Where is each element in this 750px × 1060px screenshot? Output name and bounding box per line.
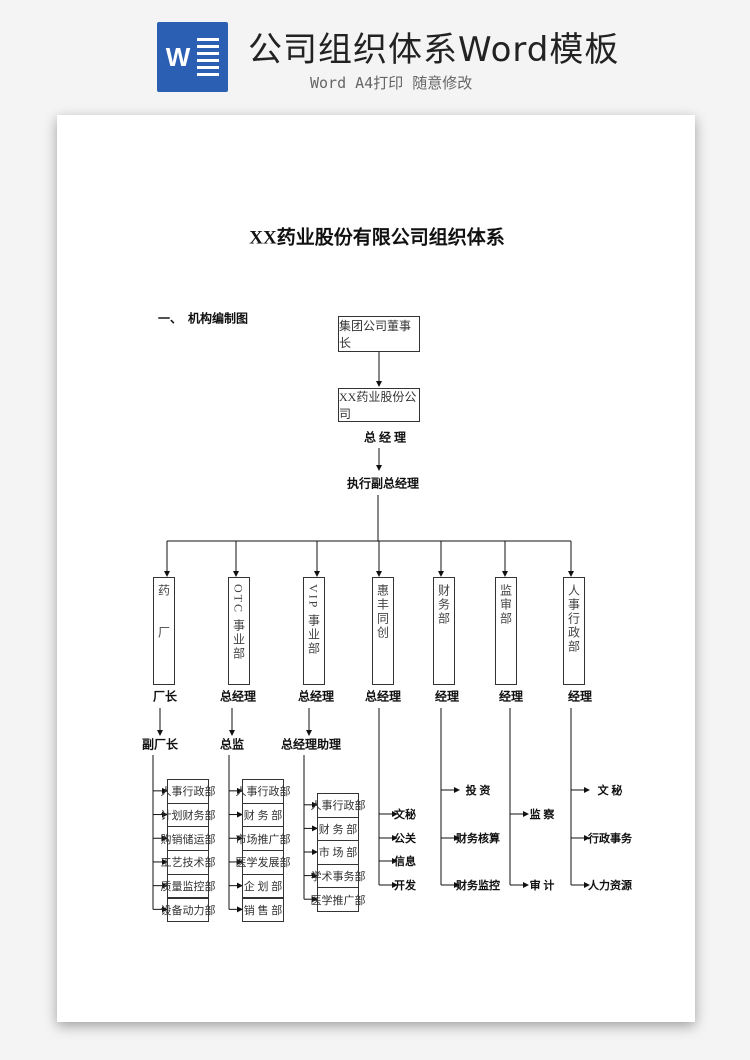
- document-title: XX药业股份有限公司组织体系: [249, 227, 505, 249]
- sub-unit-label: 文秘: [394, 809, 416, 821]
- department-head-label: 总经理: [297, 689, 335, 704]
- department-box: 惠丰同创: [372, 577, 394, 685]
- department-box: 监审部: [495, 577, 517, 685]
- department-box: 财务部: [433, 577, 455, 685]
- department-box: OTC 事业部: [228, 577, 250, 685]
- department-deputy-label: 总监: [219, 737, 245, 752]
- section-number: 一、: [157, 311, 183, 326]
- department-head-label: 经理: [434, 689, 460, 704]
- sub-unit-label: 文 秘: [597, 785, 623, 797]
- executive-vp-label: 执行副总经理: [346, 476, 420, 491]
- sub-unit-label: 监 察: [529, 809, 555, 821]
- department-deputy-label: 总经理助理: [280, 737, 342, 752]
- sub-unit-box: 购销储运部: [161, 826, 216, 852]
- sub-unit-label: 财务监控: [456, 880, 500, 892]
- sub-unit-box: 财 务 部: [317, 816, 359, 842]
- sub-unit-box: 财 务 部: [242, 802, 284, 828]
- document-page: [57, 115, 695, 1022]
- sub-unit-label: 公关: [394, 833, 416, 845]
- sub-unit-box: 市 场 部: [317, 840, 359, 865]
- department-box: 人事行政部: [563, 577, 585, 685]
- sub-unit-label: 开发: [394, 880, 416, 892]
- department-head-label: 经理: [567, 689, 593, 704]
- department-box: 药 厂: [153, 577, 175, 685]
- sub-unit-box: 人事行政部: [311, 793, 366, 818]
- sub-unit-label: 行政事务: [588, 833, 632, 845]
- sub-unit-box: 医学发展部: [236, 850, 291, 875]
- department-head-label: 总经理: [219, 689, 257, 704]
- word-icon: W: [157, 22, 228, 92]
- sub-unit-box: 学术事务部: [311, 863, 366, 889]
- sub-unit-label: 人力资源: [588, 880, 632, 892]
- page-subtitle: Word A4打印 随意修改: [310, 74, 473, 92]
- page-title: 公司组织体系Word模板: [248, 30, 620, 70]
- department-deputy-label: 副厂长: [141, 737, 179, 752]
- sub-unit-box: 销 售 部: [242, 897, 284, 923]
- department-head-label: 厂长: [152, 689, 178, 704]
- sub-unit-box: 质量监控部: [161, 873, 216, 899]
- general-manager-label: 总 经 理: [363, 430, 407, 445]
- department-box: VIP 事业部: [303, 577, 325, 685]
- sub-unit-label: 投 资: [465, 785, 491, 797]
- company-box: XX药业股份公司: [338, 388, 420, 422]
- sub-unit-box: 人事行政部: [161, 779, 216, 804]
- sub-unit-box: 医学推广部: [311, 887, 366, 912]
- sub-unit-label: 审 计: [529, 880, 555, 892]
- sub-unit-label: 信息: [394, 856, 416, 868]
- section-title: 机构编制图: [187, 311, 249, 326]
- sub-unit-box: 计划财务部: [161, 802, 216, 828]
- sub-unit-box: 市场推广部: [236, 826, 291, 852]
- sub-unit-box: 企 划 部: [242, 873, 284, 899]
- word-icon-letter: W: [165, 42, 191, 72]
- sub-unit-box: 人事行政部: [236, 779, 291, 804]
- sub-unit-label: 财务核算: [456, 833, 500, 845]
- department-head-label: 经理: [498, 689, 524, 704]
- sub-unit-box: 设备动力部: [161, 897, 216, 923]
- department-head-label: 总经理: [364, 689, 402, 704]
- sub-unit-box: 工艺技术部: [161, 850, 216, 875]
- chairman-box: 集团公司董事长: [338, 316, 420, 352]
